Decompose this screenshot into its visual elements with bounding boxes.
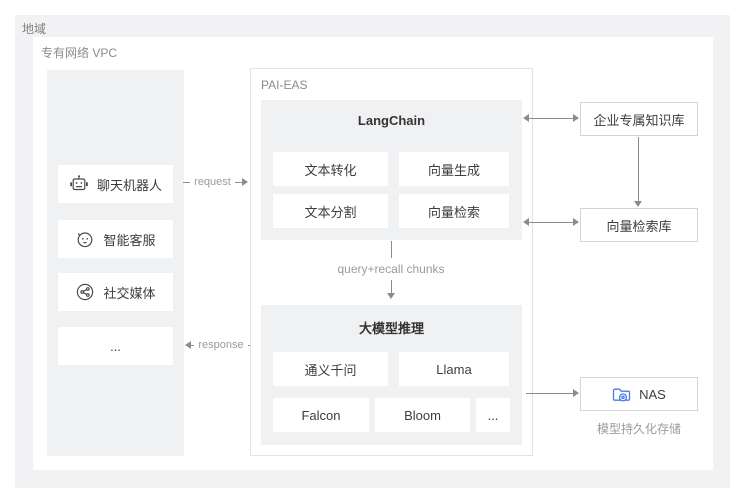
response-label: response [198,339,244,351]
query-recall-arrow: query+recall chunks [291,241,491,299]
kb-to-vector-arrow [633,137,643,207]
request-arrow: request [183,176,249,188]
vpc-label: 专有网络 VPC [41,46,118,60]
client-label: 社交媒体 [103,285,156,301]
client-item-more: ... [58,327,173,365]
arrow-left-icon [523,218,529,226]
nas-folder-icon [612,386,632,403]
client-item-chatbot: 聊天机器人 [58,165,173,203]
client-item-customer-service: 智能客服 [58,220,173,258]
arrow-left-icon [185,341,191,349]
region-label: 地域 [22,22,47,36]
vector-store-box: 向量检索库 [580,208,698,242]
module-text-split: 文本分割 [273,194,388,228]
arrow-right-icon [573,218,579,226]
robot-icon [69,174,89,194]
query-recall-label: query+recall chunks [337,262,445,276]
model-qwen: 通义千问 [273,352,388,386]
client-label: ... [110,338,121,354]
vector-store-label: 向量检索库 [606,218,672,234]
nas-label: NAS [639,386,666,402]
paieas-label: PAI-EAS [261,78,308,92]
knowledge-base-label: 企业专属知识库 [593,112,685,128]
knowledge-base-box: 企业专属知识库 [580,102,698,136]
nas-box: NAS [580,377,698,411]
request-label: request [194,176,231,188]
response-arrow: response [185,339,252,351]
model-bloom: Bloom [375,398,470,432]
arrow-right-icon [242,178,249,186]
smiley-icon [75,229,95,249]
llm-box: 大模型推理 通义千问 Llama Falcon Bloom ... [261,305,522,445]
arrow-right-icon [573,389,579,397]
client-item-social-media: 社交媒体 [58,273,173,311]
clients-panel [47,70,184,456]
langchain-box: LangChain 文本转化 向量生成 文本分割 向量检索 [261,100,522,240]
module-text-convert: 文本转化 [273,152,388,186]
nas-arrow [526,388,579,398]
module-vector-retrieval: 向量检索 [399,194,509,228]
kb-double-arrow [523,113,579,123]
model-falcon: Falcon [273,398,369,432]
arrow-left-icon [523,114,529,122]
langchain-title: LangChain [357,113,426,128]
arrow-right-icon [573,114,579,122]
module-vector-generate: 向量生成 [399,152,509,186]
nas-caption: 模型持久化存储 [596,422,681,436]
paieas-panel: PAI-EAS LangChain 文本转化 向量生成 文本分割 向量检索 大模… [250,68,533,456]
vector-double-arrow [523,217,579,227]
model-llama: Llama [399,352,509,386]
arrow-down-icon [387,293,395,299]
share-icon [75,282,95,302]
llm-title: 大模型推理 [358,321,424,336]
arrow-down-icon [634,201,642,207]
model-more: ... [476,398,510,432]
client-label: 智能客服 [103,232,156,248]
client-label: 聊天机器人 [96,177,162,193]
